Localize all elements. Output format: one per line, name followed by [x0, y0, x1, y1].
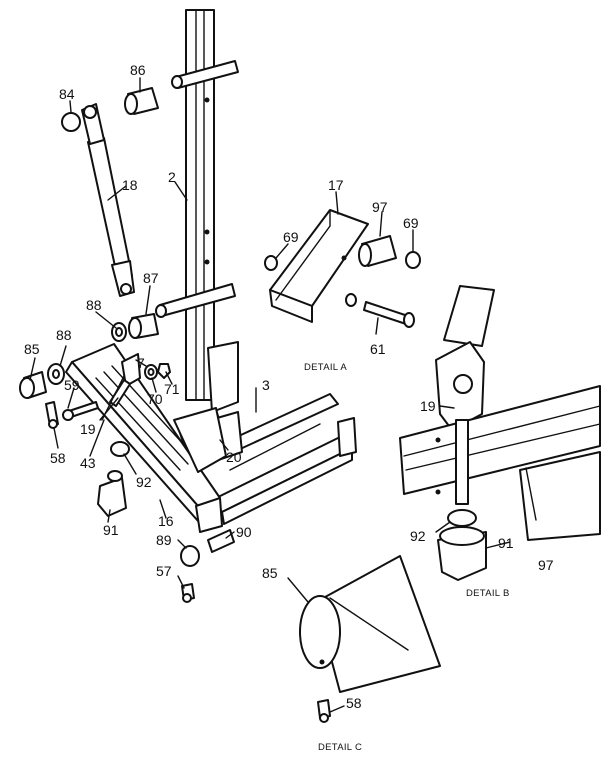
- end-cap-85: [19, 371, 47, 399]
- caption-detail-b: DETAIL B: [466, 588, 510, 599]
- washer-70: [144, 364, 158, 380]
- detail-b-plug-92: [447, 509, 477, 527]
- washer-88-left: [47, 363, 65, 385]
- detail-c-screw-58: [317, 699, 331, 723]
- shock-absorber: [81, 103, 135, 297]
- label-85-detail-c: 85: [262, 565, 278, 581]
- screw-57: [181, 583, 195, 603]
- label-58: 58: [50, 450, 66, 466]
- label-88-upper: 88: [86, 297, 102, 313]
- label-92: 92: [136, 474, 152, 490]
- leg-frame: [65, 343, 227, 533]
- label-87: 87: [143, 270, 159, 286]
- bushing-87: [128, 313, 159, 339]
- detail-a-bolt-61: [363, 301, 415, 328]
- detail-a-nut-69-left: [264, 255, 278, 271]
- caption-detail-c: DETAIL C: [318, 742, 362, 753]
- label-7: 7: [137, 355, 145, 371]
- label-20: 20: [226, 449, 242, 465]
- label-59: 59: [64, 377, 80, 393]
- foot-91: [97, 470, 127, 517]
- label-69-left: 69: [283, 229, 299, 245]
- cap-89: [180, 545, 200, 567]
- label-57: 57: [156, 563, 172, 579]
- detail-a-washer: [345, 293, 357, 307]
- label-70: 70: [147, 391, 163, 407]
- label-84: 84: [59, 86, 75, 102]
- detail-a-spacer-97: [358, 235, 397, 267]
- upper-pivot-pin: [171, 60, 239, 89]
- label-17: 17: [328, 177, 344, 193]
- end-cap-84: [61, 112, 81, 132]
- label-89: 89: [156, 532, 172, 548]
- label-91: 91: [103, 522, 119, 538]
- label-85: 85: [24, 341, 40, 357]
- bolt-59: [62, 401, 99, 421]
- label-19-detail-b: 19: [420, 398, 436, 414]
- label-90: 90: [236, 524, 252, 540]
- label-92-detail-b: 92: [410, 528, 426, 544]
- label-97-detail-b: 97: [538, 557, 554, 573]
- label-43: 43: [80, 455, 96, 471]
- label-88-left: 88: [56, 327, 72, 343]
- detail-c-tube: [299, 555, 441, 693]
- label-58-detail-c: 58: [346, 695, 362, 711]
- detail-a-bracket: [269, 209, 369, 323]
- detail-b-foot-91: [437, 526, 487, 581]
- label-2: 2: [168, 169, 176, 185]
- detail-a-nut-69-right: [405, 251, 421, 269]
- detail-b-frame-rail: [399, 385, 601, 541]
- plug-92: [110, 441, 130, 457]
- label-61: 61: [370, 341, 386, 357]
- foot-pad-90: [207, 529, 235, 553]
- caption-detail-a: DETAIL A: [304, 362, 347, 373]
- label-91-detail-b: 91: [498, 535, 514, 551]
- washer-88-upper: [111, 322, 127, 342]
- label-97-detail-a: 97: [372, 199, 388, 215]
- lower-pivot-pin: [155, 283, 236, 318]
- detail-b-shock-lower: [435, 285, 495, 431]
- base-frame: [209, 393, 357, 525]
- label-18: 18: [122, 177, 138, 193]
- label-16: 16: [158, 513, 174, 529]
- label-3: 3: [262, 377, 270, 393]
- screw-58: [45, 401, 59, 429]
- label-19: 19: [80, 421, 96, 437]
- label-69-right: 69: [403, 215, 419, 231]
- label-71: 71: [164, 381, 180, 397]
- bushing-86: [124, 87, 159, 115]
- detail-b-threaded-rod: [455, 419, 469, 505]
- leader-lines: [29, 77, 537, 713]
- pivot-bolt-assembly: [101, 353, 141, 421]
- label-86: 86: [130, 62, 146, 78]
